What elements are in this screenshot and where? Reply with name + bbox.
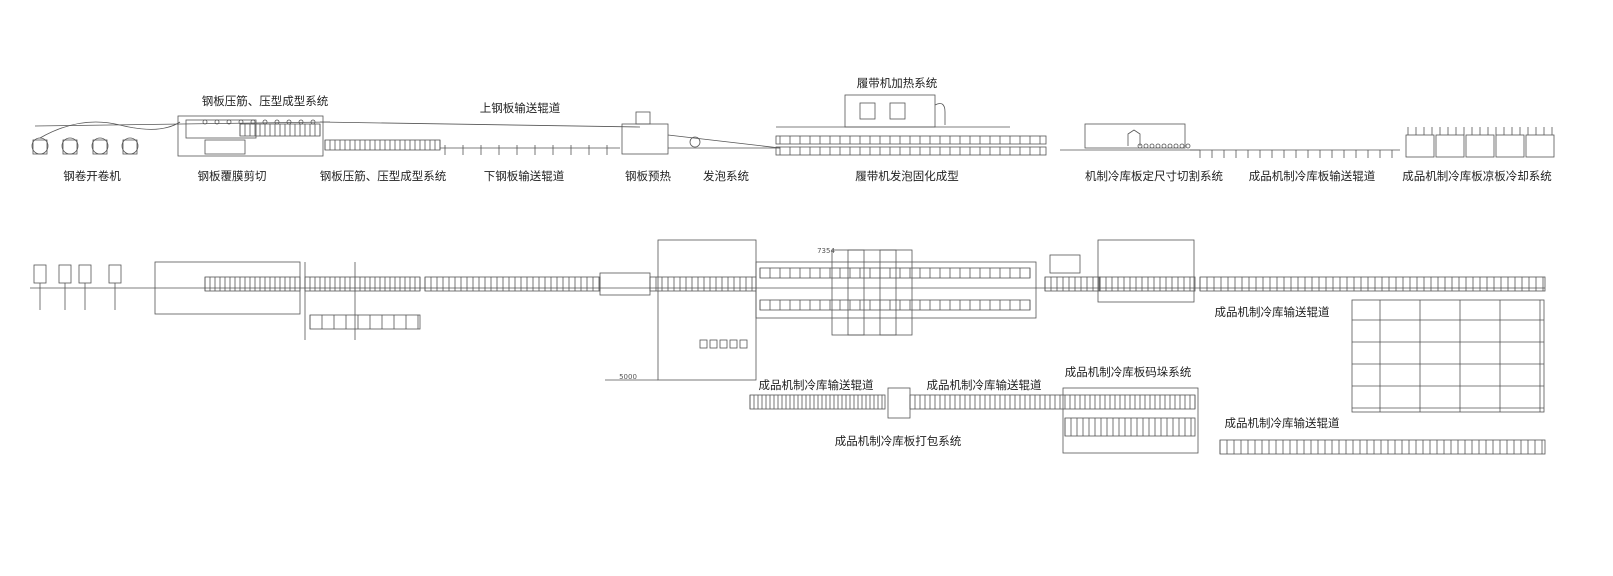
label-product-conveyor: 成品机制冷库板输送辊道 (1248, 169, 1376, 183)
roller (1179, 143, 1185, 149)
roller-head (250, 119, 256, 125)
label-crawler-curing: 履带机发泡固化成型 (855, 169, 959, 183)
label-foaming: 发泡系统 (703, 169, 749, 183)
label-preheat: 钢板预热 (625, 169, 671, 183)
cut-in-conveyor (1044, 276, 1101, 292)
label-packing: 成品机制冷库板打包系统 (834, 434, 962, 448)
label-cutting: 机制冷库板定尺寸切割系统 (1085, 169, 1223, 183)
film-shear-frame (177, 115, 324, 157)
dimension-7354: 7354 (817, 247, 835, 255)
cooling-rack (1525, 134, 1555, 158)
preheat-plan (599, 272, 651, 296)
decoiler-plan (78, 264, 92, 284)
decoiler-stand (32, 139, 48, 155)
crawler-plan-upper (759, 267, 1031, 279)
roller-head (310, 119, 316, 125)
label-film-shear: 钢板覆膜剪切 (197, 169, 267, 183)
foam-tank (699, 339, 708, 349)
roller-head (298, 119, 304, 125)
label-conveyor-lower-mid: 成品机制冷库输送辊道 (926, 378, 1042, 392)
roller (1149, 143, 1155, 149)
cut-saw (1127, 129, 1141, 146)
decoiler-stand (62, 139, 78, 155)
heater (889, 102, 906, 120)
roller (1143, 143, 1149, 149)
crawler-upper (775, 135, 1047, 145)
shear-unit (204, 139, 246, 155)
decoiler-plan (33, 264, 47, 284)
product-plan-conveyor (1199, 276, 1546, 292)
packing-machine (887, 387, 911, 419)
label-conveyor-right: 成品机制冷库输送辊道 (1214, 305, 1330, 319)
dimension-5000: 5000 (619, 373, 637, 381)
cutting-plan-frame (1097, 239, 1195, 303)
preheat-box (621, 123, 669, 155)
label-conveyor-lower-left: 成品机制冷库输送辊道 (758, 378, 874, 392)
label-lower-conveyor: 下钢板输送辊道 (483, 169, 565, 183)
preheat-top (635, 111, 651, 125)
roller-head (202, 119, 208, 125)
roller-head (226, 119, 232, 125)
upper-steel-line (319, 121, 641, 128)
foam-head (689, 136, 701, 148)
pressing-plan-2 (304, 276, 421, 292)
stacking-frame (1062, 387, 1199, 454)
label-upper-conveyor: 上钢板输送辊道 (479, 101, 561, 115)
film-shear-rollers (185, 119, 257, 139)
pressing-plan (204, 276, 301, 292)
roller (1137, 143, 1143, 149)
label-stacking: 成品机制冷库板码垛系统 (1064, 365, 1192, 379)
foam-tank (739, 339, 748, 349)
heater-plan (879, 249, 897, 336)
label-crawler-heating: 履带机加热系统 (856, 76, 938, 90)
cut-conveyor (1099, 276, 1196, 292)
cooling-rack (1495, 134, 1525, 158)
foam-tank (719, 339, 728, 349)
plan-conveyor-1 (424, 276, 601, 292)
pressing-rollers-lower (324, 139, 441, 151)
cooling-rack (1435, 134, 1465, 158)
foam-line (667, 134, 781, 149)
crawler-plan-lower (759, 299, 1031, 311)
crawler-lower (775, 146, 1047, 156)
roller (1173, 143, 1179, 149)
cooling-rack (1405, 134, 1435, 158)
stacking-grid (1351, 299, 1545, 413)
roller-head (274, 119, 280, 125)
heater (859, 102, 876, 120)
label-pressing-lower: 钢板压筋、压型成型系统 (319, 169, 447, 183)
cutting-frame (1084, 123, 1186, 149)
cut-controller (1049, 254, 1081, 274)
foam-tank (729, 339, 738, 349)
cooling-rack (1465, 134, 1495, 158)
decoiler-plan (58, 264, 72, 284)
roller-head (262, 119, 268, 125)
decoiler-stand (122, 139, 138, 155)
roller (1161, 143, 1167, 149)
roller-head (238, 119, 244, 125)
heating-plan-frame (831, 249, 913, 336)
roller (1155, 143, 1161, 149)
stacking-table (1064, 417, 1196, 437)
roller (1167, 143, 1173, 149)
label-conveyor-lower-right: 成品机制冷库输送辊道 (1224, 416, 1340, 430)
roller-head (286, 119, 292, 125)
foam-tank (709, 339, 718, 349)
heating-duct (934, 103, 946, 125)
label-decoiler: 钢卷开卷机 (63, 169, 121, 183)
decoiler-plan (108, 264, 122, 284)
strip-line (34, 121, 331, 127)
label-cooling: 成品机制冷库板凉板冷却系统 (1402, 169, 1552, 183)
heater-plan (847, 249, 865, 336)
foaming-station-frame (657, 239, 757, 381)
roller-head (214, 119, 220, 125)
lower-feed-conveyor (309, 314, 421, 330)
stacking-in-conveyor (909, 394, 1196, 410)
decoiler-stand (92, 139, 108, 155)
label-pressing-upper: 钢板压筋、压型成型系统 (201, 94, 329, 108)
roller (1185, 143, 1191, 149)
